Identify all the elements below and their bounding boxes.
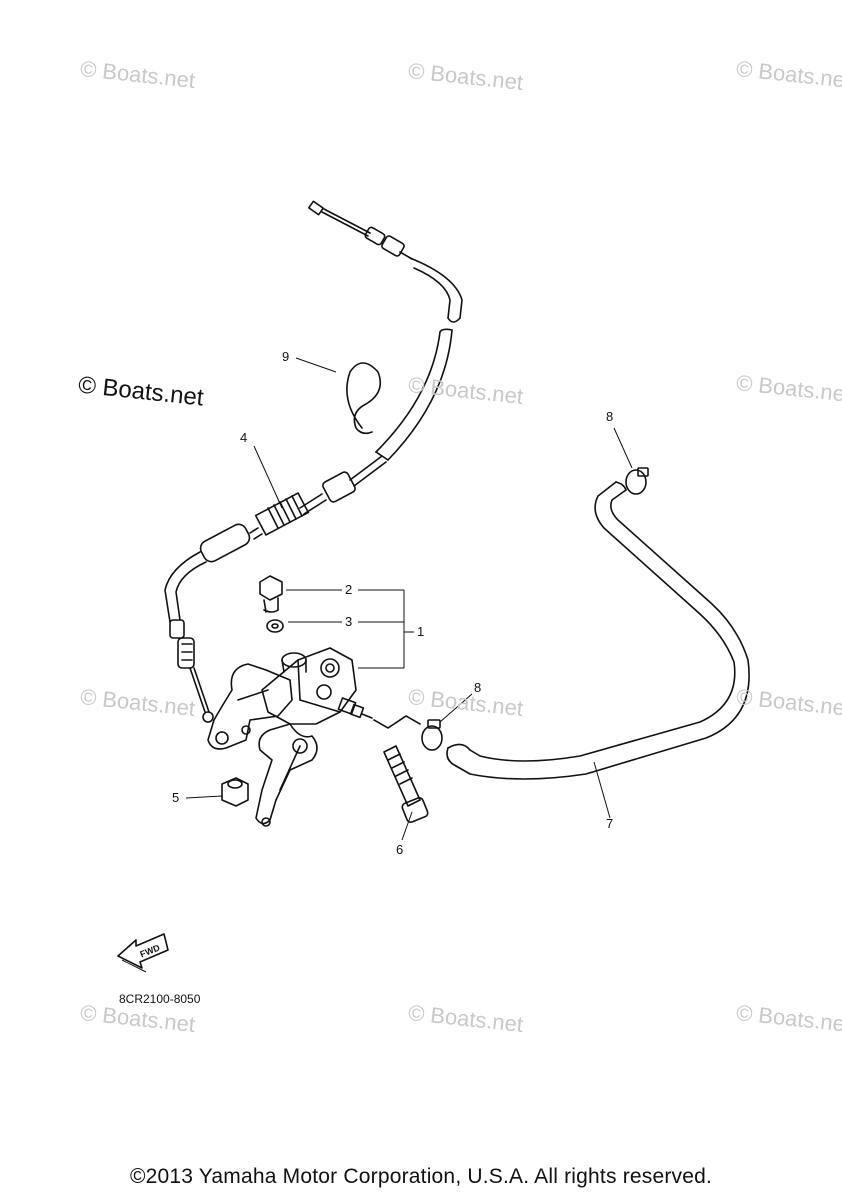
hose-clamp-bottom	[421, 719, 443, 751]
bolt-small	[259, 575, 283, 613]
callout-4: 4	[240, 430, 248, 445]
callout-8-top: 8	[606, 409, 614, 424]
callout-8-bottom: 8	[474, 680, 482, 695]
washer	[266, 619, 284, 633]
callout-5: 5	[172, 790, 180, 805]
diagram-code: 8CR2100-8050	[119, 992, 201, 1006]
oil-pump	[207, 647, 373, 827]
callout-1: 1	[417, 624, 425, 639]
hose-clamp-top	[625, 467, 649, 495]
callout-2: 2	[345, 582, 353, 597]
callout-9: 9	[282, 349, 290, 364]
callout-6: 6	[396, 842, 404, 857]
copyright-notice: ©2013 Yamaha Motor Corporation, U.S.A. A…	[129, 1165, 713, 1188]
oil-hose	[446, 481, 750, 780]
cable-assembly	[164, 200, 463, 723]
cable-clip	[346, 362, 382, 435]
bolt-long	[383, 745, 429, 823]
nut	[221, 777, 249, 807]
callout-7: 7	[606, 816, 614, 831]
fwd-arrow-icon	[117, 933, 169, 973]
callout-3: 3	[345, 614, 353, 629]
